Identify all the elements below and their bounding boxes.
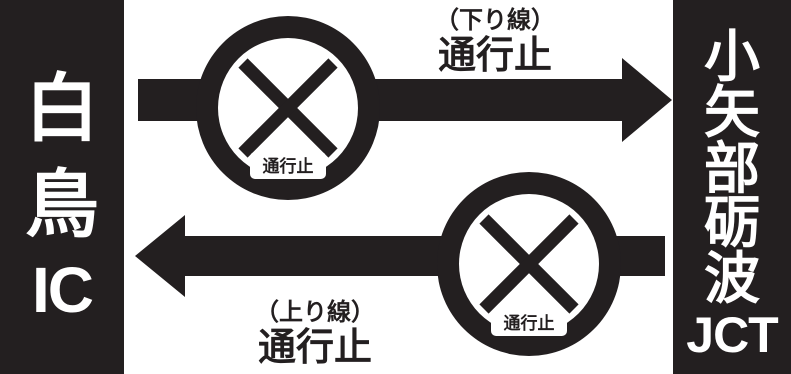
downbound-direction-label: （下り線） <box>435 6 555 34</box>
downbound-closure-sign: 通行止 <box>196 16 380 200</box>
no-entry-x-icon <box>238 58 338 158</box>
destination-name-char: 部 <box>704 137 760 202</box>
destination-code: JCT <box>686 307 778 363</box>
origin-code: IC <box>32 254 94 326</box>
downbound-status-label: 通行止 <box>437 33 552 77</box>
upbound-sign-label: 通行止 <box>504 313 555 334</box>
upbound-closure-sign: 通行止 <box>437 172 621 356</box>
origin-panel: 白 鳥 IC <box>0 0 124 374</box>
downbound-sign-label: 通行止 <box>263 156 314 177</box>
downbound-label: （下り線） 通行止 <box>420 6 570 76</box>
upbound-status-label: 通行止 <box>257 325 372 369</box>
destination-panel: 小 矢 部 砺 波 JCT <box>673 0 791 374</box>
destination-name-char: 砺 <box>704 191 760 256</box>
origin-name-char: 白 <box>25 66 99 152</box>
upbound-direction-label: （上り線） <box>255 298 375 326</box>
destination-name-char: 矢 <box>704 81 760 146</box>
destination-name-char: 小 <box>704 25 760 90</box>
destination-name-char: 波 <box>704 247 760 312</box>
no-entry-x-icon <box>479 214 579 314</box>
origin-name-char: 鳥 <box>25 162 99 248</box>
upbound-label: （上り線） 通行止 <box>240 298 390 368</box>
upbound-arrow <box>135 215 665 297</box>
